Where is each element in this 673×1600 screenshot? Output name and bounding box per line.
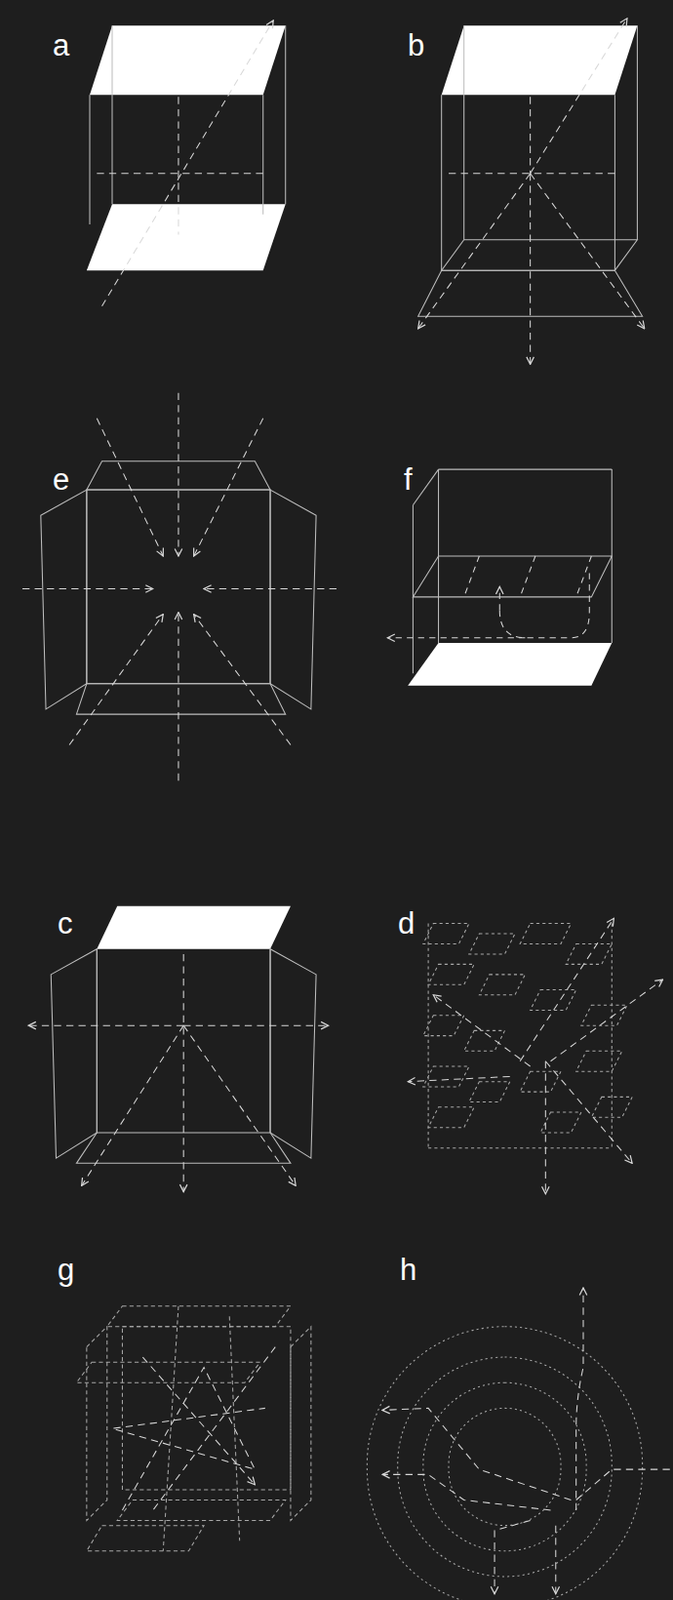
panel-letter: f <box>403 464 413 495</box>
panel-letter: e <box>52 464 70 495</box>
panel-letter: g <box>57 1254 75 1285</box>
panel-letter: a <box>52 30 70 61</box>
panel-letter: b <box>407 30 425 61</box>
panel-letter: h <box>399 1254 417 1285</box>
panel-letter: d <box>397 908 415 939</box>
panel-letter: c <box>57 908 74 939</box>
